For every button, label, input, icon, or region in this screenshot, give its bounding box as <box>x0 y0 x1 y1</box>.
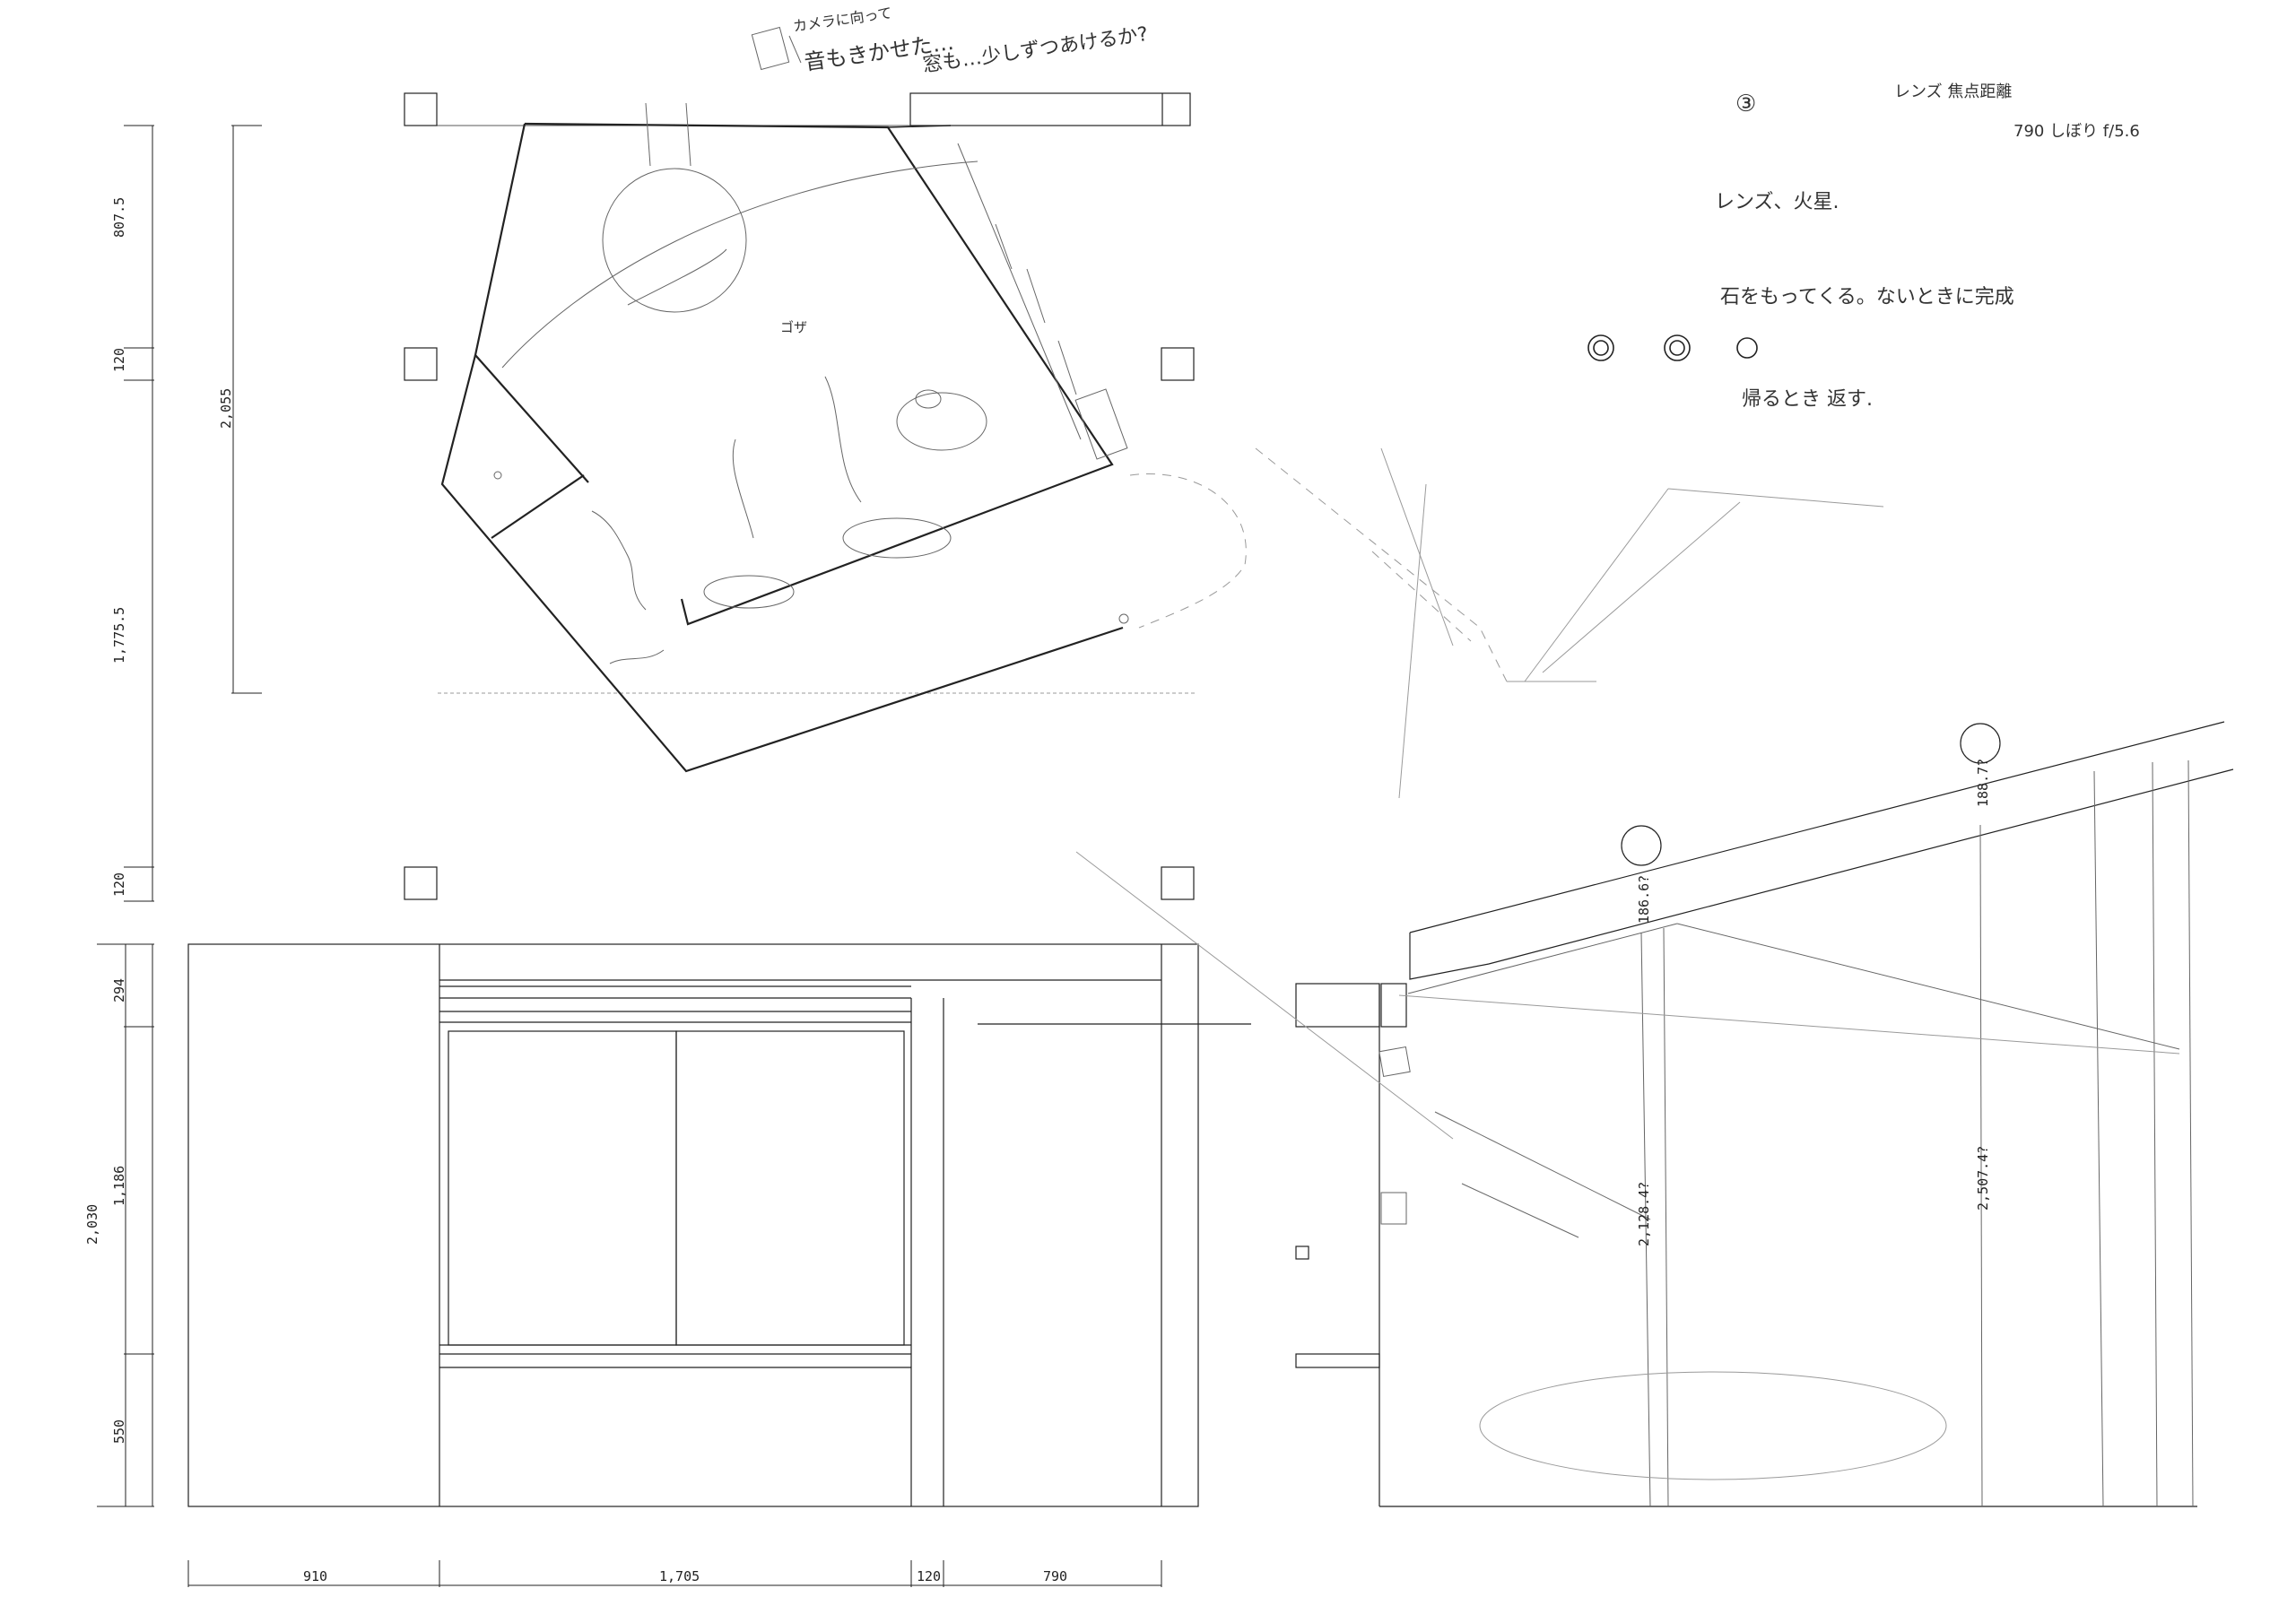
plan-columns <box>404 92 1195 900</box>
section-marker-1 <box>1621 825 1662 866</box>
column-mid-right <box>1161 347 1195 381</box>
stone-circles <box>1587 334 1758 361</box>
note-lens-values: 790 しぼり f/5.6 <box>2013 122 2140 141</box>
dim-550: 550 <box>111 1419 127 1444</box>
wall-top-right <box>909 92 1191 126</box>
column-bottom-right <box>1161 866 1195 900</box>
dim-186-6: 186.6? <box>1636 875 1652 924</box>
dim-807-5: 807.5 <box>111 197 127 238</box>
note-lens-type: レンズ、火星. <box>1715 191 1839 213</box>
note-stone: 石をもってくる。ないときに完成 <box>1720 286 2014 308</box>
dim-120-bottom: 120 <box>917 1568 941 1584</box>
elevation-drawing <box>187 943 1251 1507</box>
dim-1705: 1,705 <box>659 1568 700 1584</box>
elevation-dimensions <box>97 943 154 1507</box>
left-dimension-chain <box>124 125 1197 902</box>
section-sketch <box>1075 759 2194 1507</box>
note-camera: カメラに向って <box>792 4 893 35</box>
sight-lines <box>1129 447 1508 682</box>
dim-120-upper: 120 <box>111 348 127 372</box>
dim-910: 910 <box>303 1568 327 1584</box>
note-window: 窓も…少しずつあけるか? <box>921 23 1149 77</box>
column-mid-left <box>404 347 438 381</box>
column-top-left <box>404 92 438 126</box>
note-lens-distance: レンズ 焦点距離 <box>1894 82 2012 101</box>
stone-icon <box>1587 334 1614 361</box>
section-marker-2 <box>1960 723 2001 764</box>
camera-sketch <box>751 26 802 71</box>
dim-790: 790 <box>1043 1568 1067 1584</box>
bottom-dimension-chain <box>187 1560 1162 1587</box>
note-circle-number: ③ <box>1735 91 1756 117</box>
sketch-rays <box>1380 447 1884 799</box>
dim-120-lower: 120 <box>111 872 127 897</box>
dim-2507-4: 2,507.4? <box>1975 1146 1991 1211</box>
stone-icon <box>1664 334 1691 361</box>
dim-1775-5: 1,775.5 <box>111 607 127 664</box>
dim-2128-4: 2,128.4? <box>1636 1182 1652 1246</box>
dim-2030: 2,030 <box>84 1204 100 1245</box>
column-bottom-left <box>404 866 438 900</box>
dim-294: 294 <box>111 978 127 1002</box>
plan-sketch-marks <box>493 102 1129 664</box>
section-drawing <box>1295 721 2234 1507</box>
note-return: 帰るとき 返す. <box>1742 388 1873 411</box>
plan-label-goza: ゴザ <box>780 319 807 335</box>
plan-room-outline <box>440 122 1124 773</box>
dim-1186: 1,186 <box>111 1166 127 1206</box>
dim-2055: 2,055 <box>218 388 234 429</box>
stone-icon <box>1736 337 1758 359</box>
dim-188-7: 188.7? <box>1975 759 1991 807</box>
